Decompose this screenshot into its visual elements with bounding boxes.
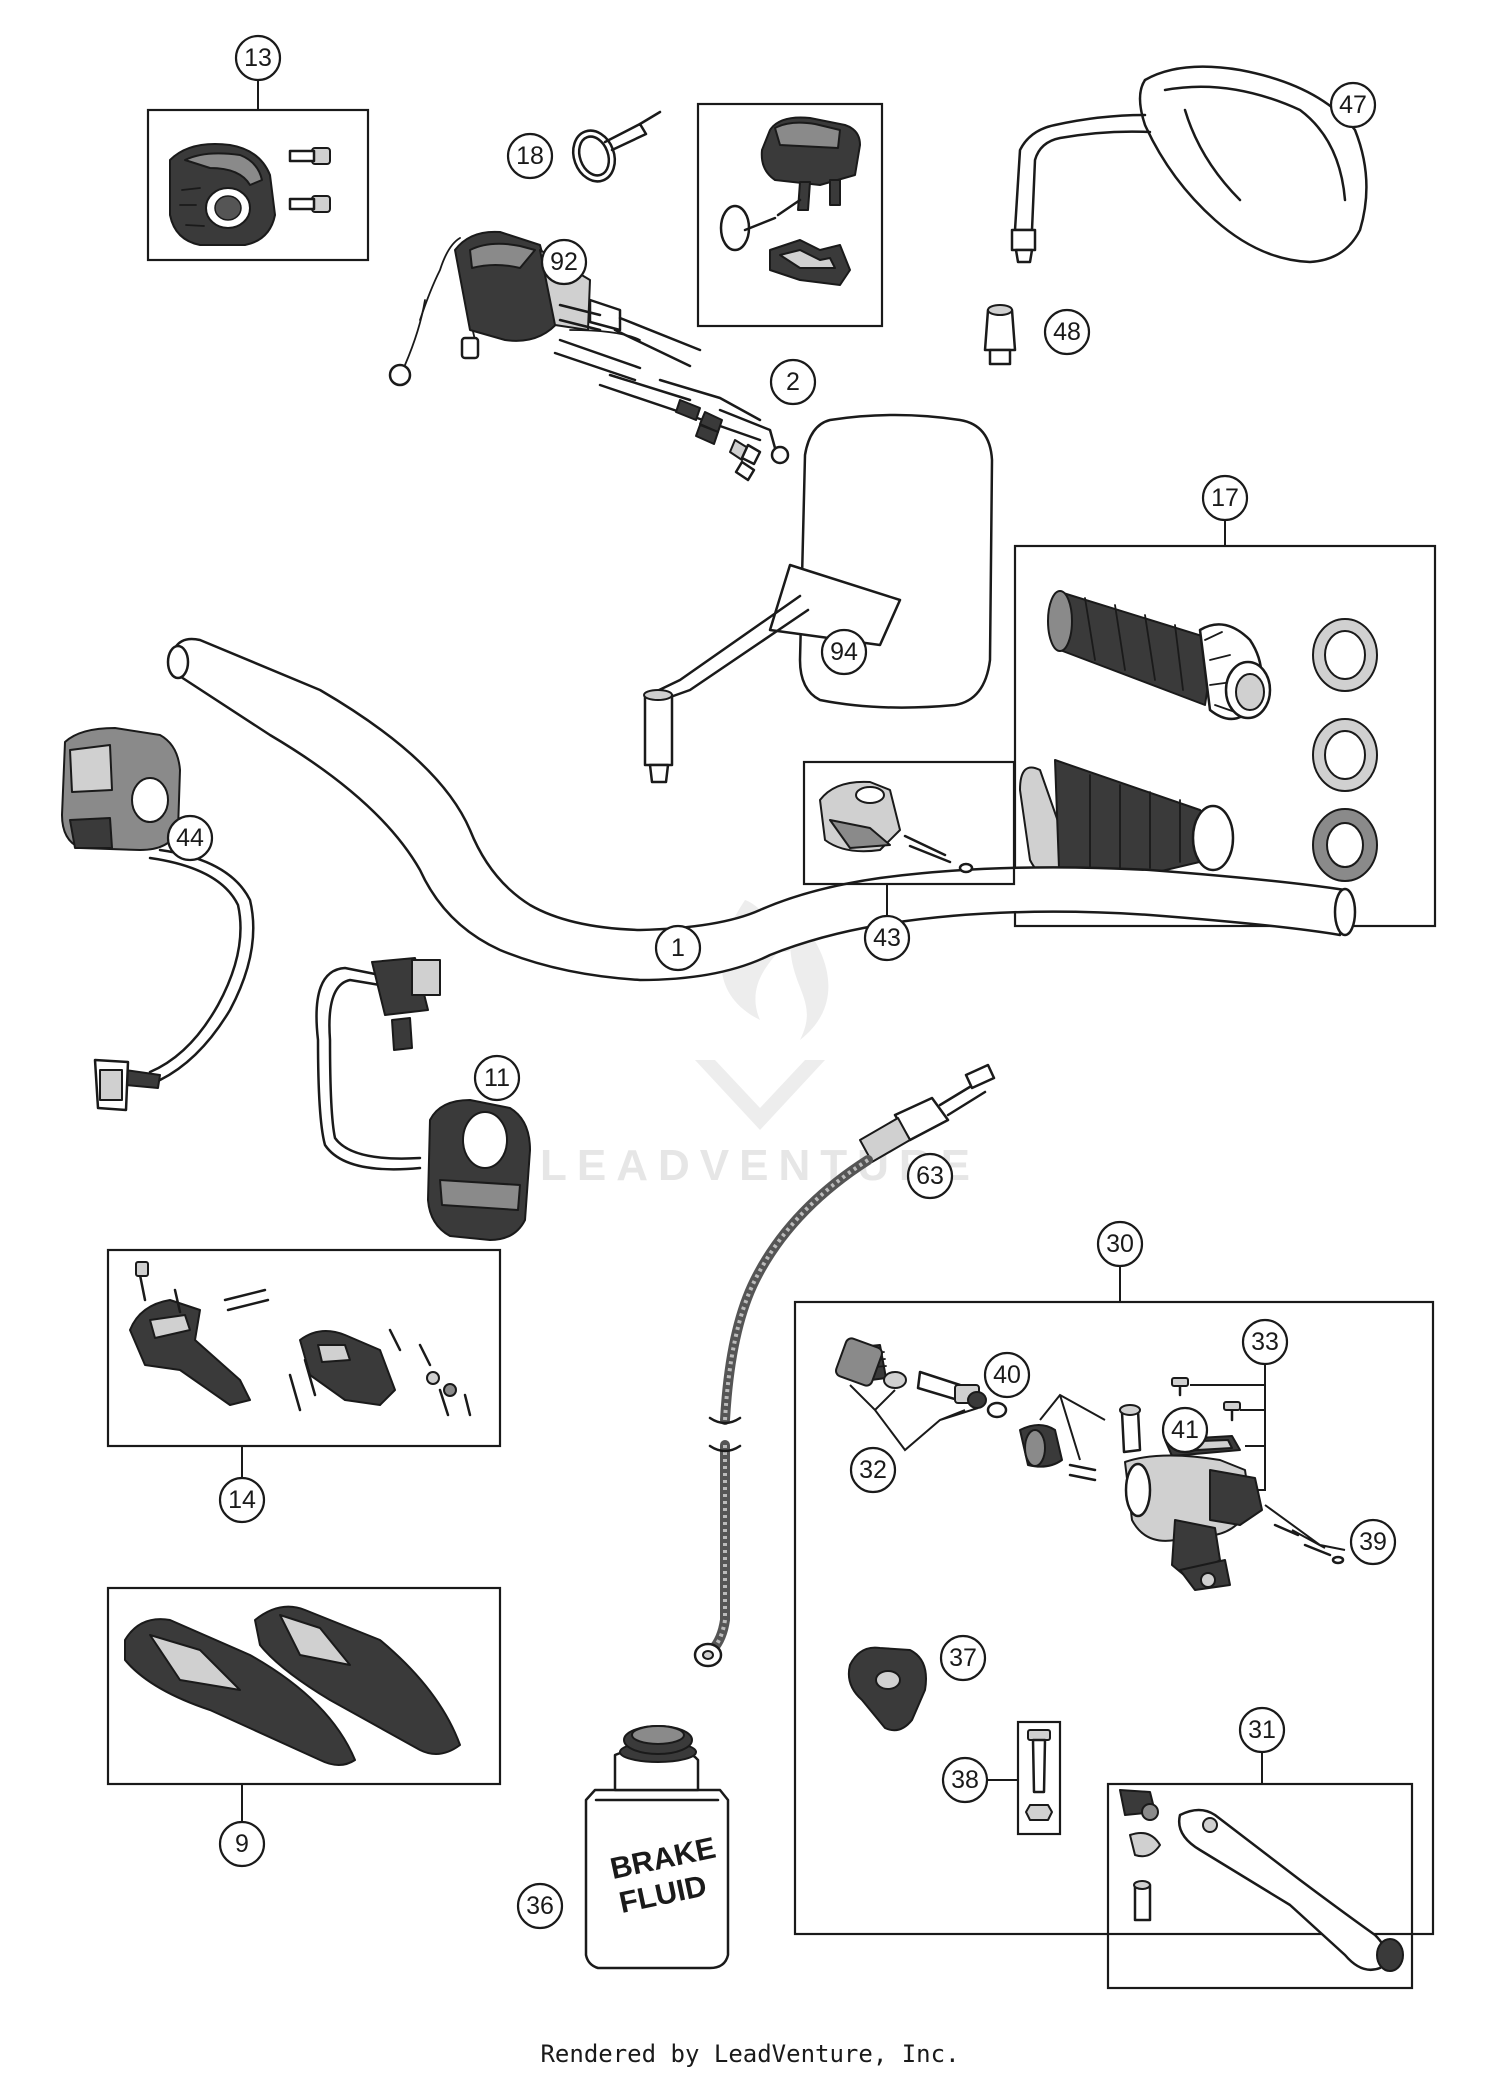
callout-44[interactable]: 44: [166, 814, 214, 862]
callout-30[interactable]: 30: [1096, 1220, 1144, 1268]
part-17-grip-set: [1013, 520, 1437, 928]
callout-38[interactable]: 38: [941, 1756, 989, 1804]
svg-text:40: 40: [993, 1361, 1021, 1389]
svg-text:39: 39: [1359, 1528, 1387, 1556]
svg-text:38: 38: [951, 1766, 979, 1794]
svg-text:9: 9: [235, 1830, 249, 1858]
callout-39[interactable]: 39: [1349, 1518, 1397, 1566]
svg-text:92: 92: [550, 248, 578, 276]
part-18-cable-tie: [571, 110, 662, 183]
svg-text:18: 18: [516, 142, 544, 170]
part-63-brake-line: [693, 1063, 996, 1668]
callout-94[interactable]: 94: [820, 628, 868, 676]
callout-92[interactable]: 92: [540, 238, 588, 286]
svg-text:17: 17: [1211, 484, 1239, 512]
callout-37[interactable]: 37: [939, 1634, 987, 1682]
part-9-handguards: [106, 1586, 502, 1822]
svg-text:94: 94: [830, 638, 858, 666]
svg-text:31: 31: [1248, 1716, 1276, 1744]
svg-text:33: 33: [1251, 1328, 1279, 1356]
part-48-adapter: [983, 304, 1017, 366]
kit-box-43: [802, 760, 1016, 886]
part-13-switch-assembly: [146, 80, 370, 262]
callout-41[interactable]: 41: [1161, 1406, 1209, 1454]
callout-31[interactable]: 31: [1238, 1706, 1286, 1754]
callout-14[interactable]: 14: [218, 1476, 266, 1524]
callout-32[interactable]: 32: [849, 1446, 897, 1494]
part-44-switch-assembly: [61, 727, 255, 1112]
svg-text:44: 44: [176, 824, 204, 852]
svg-text:30: 30: [1106, 1230, 1134, 1258]
callout-40[interactable]: 40: [983, 1351, 1031, 1399]
callout-43[interactable]: 43: [863, 914, 911, 962]
callout-33[interactable]: 33: [1241, 1318, 1289, 1366]
svg-text:36: 36: [526, 1892, 554, 1920]
svg-text:32: 32: [859, 1456, 887, 1484]
screw-icon: [288, 147, 331, 213]
kit-box-30: [793, 1300, 1435, 1936]
kit-box-9: [106, 1586, 502, 1786]
svg-text:11: 11: [484, 1064, 510, 1092]
svg-text:1: 1: [671, 934, 685, 962]
callout-11[interactable]: 11: [473, 1054, 521, 1102]
callout-1[interactable]: 1: [654, 924, 702, 972]
svg-text:13: 13: [244, 44, 272, 72]
part-1-handlebar: [166, 637, 1357, 982]
callout-48[interactable]: 48: [1043, 308, 1091, 356]
callout-2[interactable]: 2: [769, 358, 817, 406]
part-43-clamp-kit: [802, 760, 1016, 886]
callout-18[interactable]: 18: [506, 132, 554, 180]
callout-63[interactable]: 63: [906, 1152, 954, 1200]
svg-text:63: 63: [916, 1162, 944, 1190]
svg-text:41: 41: [1171, 1416, 1199, 1444]
part-92-throttle-assembly: [388, 230, 790, 482]
svg-text:48: 48: [1053, 318, 1081, 346]
part-30-master-cylinder-kit: [793, 1265, 1435, 1990]
callout-17[interactable]: 17: [1201, 474, 1249, 522]
kit-box-31: [1106, 1782, 1414, 1990]
svg-text:2: 2: [786, 368, 800, 396]
svg-text:37: 37: [949, 1644, 977, 1672]
callout-36[interactable]: 36: [516, 1882, 564, 1930]
watermark-v-icon: [695, 1060, 825, 1130]
svg-text:43: 43: [873, 924, 901, 952]
part-14-lever-kit: [106, 1248, 502, 1482]
callout-47[interactable]: 47: [1329, 81, 1377, 129]
part-94-mirror: [643, 413, 994, 784]
svg-text:47: 47: [1339, 91, 1367, 119]
kit-box-2: [696, 102, 884, 328]
svg-text:14: 14: [228, 1486, 256, 1514]
watermark-text: LEADVENTURE: [540, 1141, 980, 1190]
footer-credit: Rendered by LeadVenture, Inc.: [540, 2040, 960, 2068]
kit-box-14: [106, 1248, 502, 1448]
part-36-brake-fluid: BRAKE FLUID: [584, 1725, 730, 1970]
callout-9[interactable]: 9: [218, 1820, 266, 1868]
grip-ring-icon: [1312, 618, 1378, 882]
part-11-switch-assembly: [315, 957, 531, 1241]
part-47-mirror: [1010, 65, 1368, 264]
callout-13[interactable]: 13: [234, 34, 282, 82]
part-2-cover-kit: [696, 102, 884, 328]
